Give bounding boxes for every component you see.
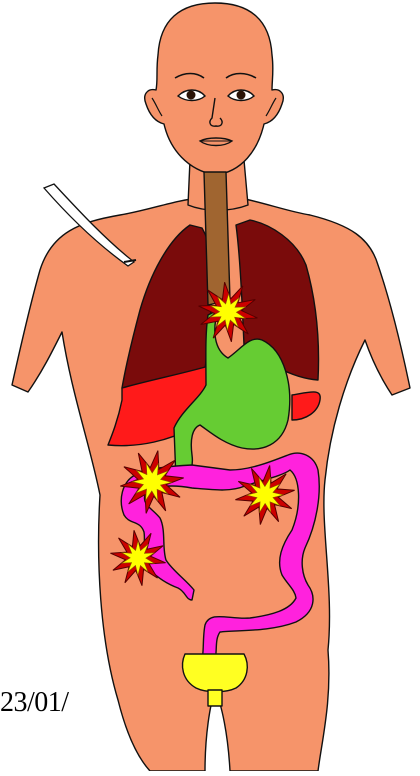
bladder [183,654,248,692]
right-pupil [237,91,246,100]
urethra [208,690,222,706]
slide-date: 23/01/ [0,689,69,717]
head [145,3,284,175]
left-pupil [187,91,196,100]
